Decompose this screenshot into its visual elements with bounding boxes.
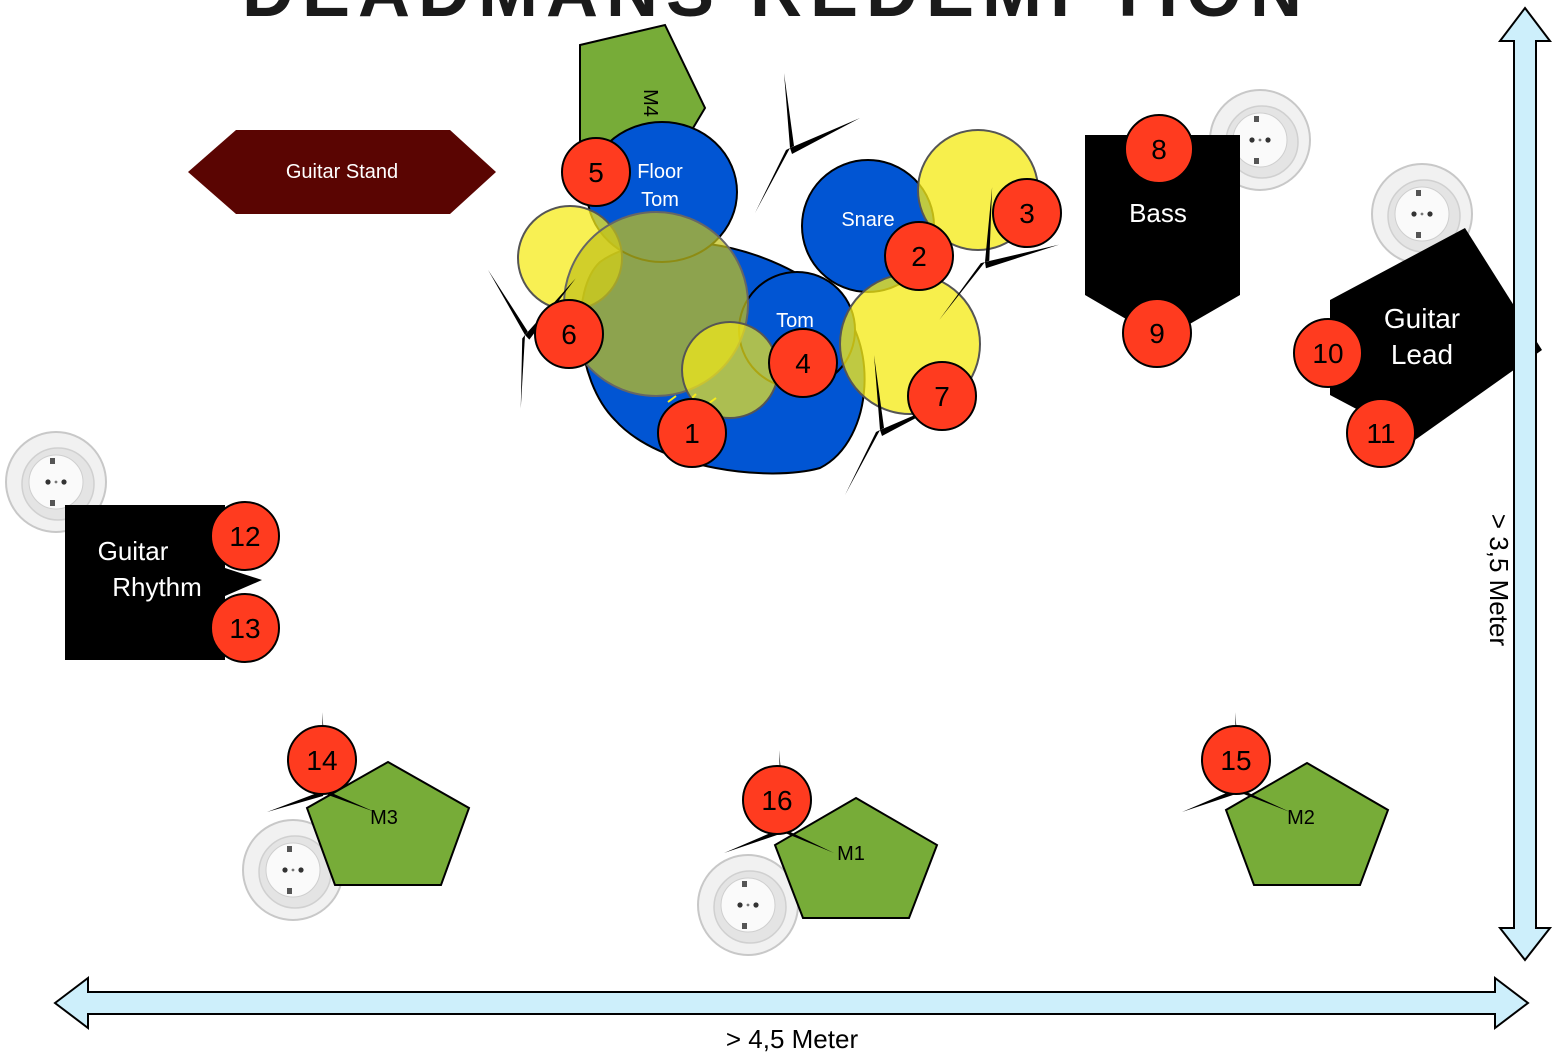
svg-text:9: 9 (1149, 318, 1165, 349)
channel-marker: 2 (884, 221, 954, 291)
guitar-rhythm-label: Guitar (98, 536, 169, 566)
svg-text:7: 7 (934, 381, 950, 412)
svg-text:10: 10 (1312, 338, 1343, 369)
svg-text:16: 16 (761, 785, 792, 816)
guitar-lead-amp: Guitar Lead (1330, 228, 1542, 440)
channel-marker: 5 (561, 137, 631, 207)
bass-amp: Bass (1085, 135, 1240, 340)
channel-marker: 3 (992, 178, 1062, 248)
channel-marker: 7 (907, 361, 977, 431)
channel-marker: 15 (1201, 725, 1271, 795)
monitor-m1-label: M1 (837, 843, 865, 865)
channel-marker: 10 (1293, 318, 1363, 388)
svg-text:14: 14 (306, 745, 337, 776)
svg-text:3: 3 (1019, 198, 1035, 229)
monitor-m3: M3 (305, 760, 471, 886)
monitor-m2: M2 (1224, 761, 1390, 886)
channel-marker: 8 (1124, 114, 1194, 184)
svg-text:12: 12 (229, 521, 260, 552)
channel-marker: 9 (1122, 298, 1192, 368)
width-dimension-arrow: > 4,5 Meter (53, 975, 1530, 1054)
guitar-lead-label: Lead (1391, 339, 1453, 370)
monitor-m1: M1 (773, 796, 939, 919)
band-banner: DEADMANS REDEMPTION (242, 0, 1310, 32)
channel-markers: 1 2 3 4 5 6 7 8 9 10 11 12 13 14 15 16 (210, 114, 1416, 835)
floor-tom-label: Floor (637, 161, 683, 183)
depth-label: > 3,5 Meter (1484, 514, 1514, 647)
svg-text:1: 1 (684, 418, 700, 449)
guitar-rhythm-label: Rhythm (112, 572, 202, 602)
channel-marker: 14 (287, 725, 357, 795)
band-name: DEADMANS REDEMPTION (242, 0, 1310, 32)
svg-text:2: 2 (911, 241, 927, 272)
channel-marker: 11 (1346, 398, 1416, 468)
channel-marker: 16 (742, 765, 812, 835)
channel-marker: 13 (210, 593, 280, 663)
channel-marker: 6 (534, 299, 604, 369)
depth-dimension-arrow: > 3,5 Meter (1484, 6, 1553, 962)
guitar-stand-label: Guitar Stand (286, 161, 398, 183)
bass-label: Bass (1129, 198, 1187, 228)
tom-label: Tom (776, 310, 814, 332)
guitar-lead-label: Guitar (1384, 303, 1460, 334)
channel-marker: 12 (210, 501, 280, 571)
channel-marker: 4 (768, 328, 838, 398)
svg-text:11: 11 (1366, 418, 1395, 449)
power-outlet-icon (697, 854, 799, 956)
monitor-m4-label: M4 (639, 89, 661, 117)
svg-text:13: 13 (229, 613, 260, 644)
svg-text:8: 8 (1151, 134, 1167, 165)
floor-tom-label: Tom (641, 189, 679, 211)
snare-label: Snare (841, 209, 894, 231)
svg-text:6: 6 (561, 319, 577, 350)
guitar-stand: Guitar Stand (188, 130, 496, 214)
svg-text:5: 5 (588, 157, 604, 188)
width-label: > 4,5 Meter (726, 1024, 859, 1054)
monitor-m2-label: M2 (1287, 807, 1315, 829)
channel-marker: 1 (657, 398, 727, 468)
svg-text:4: 4 (795, 348, 811, 379)
svg-text:15: 15 (1220, 745, 1251, 776)
monitor-m3-label: M3 (370, 807, 398, 829)
